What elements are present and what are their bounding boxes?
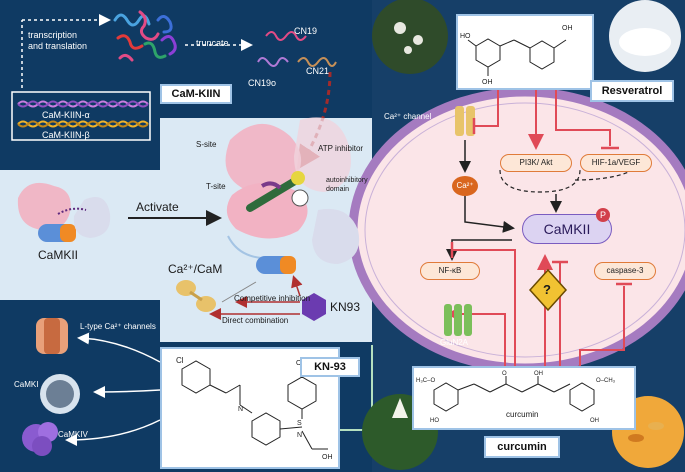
ca-cam-label: Ca²⁺/CaM: [168, 262, 223, 276]
resveratrol-title: Resveratrol: [590, 80, 674, 102]
target-camki: CaMKI: [14, 380, 39, 389]
target-l-type-channels: L-type Ca²⁺ channels: [80, 322, 156, 331]
s-site-label: S-site: [196, 140, 217, 149]
gene-beta: CaM-KIIN-β: [42, 130, 90, 140]
svg-text:O: O: [502, 371, 507, 377]
curcumin-structure-name: curcumin: [506, 410, 539, 419]
glun2a-label: GluN2A: [440, 338, 469, 347]
ca-ion: Ca²⁺: [452, 176, 478, 196]
direct-combination-label: Direct combination: [222, 316, 289, 325]
competitive-inhibition-label: Competitive inhibition: [234, 294, 311, 303]
pi3k-akt-node: PI3K/ Akt: [500, 154, 572, 172]
fragment-cn21: CN21: [306, 66, 330, 76]
camkii-inactive-label: CaMKII: [38, 248, 79, 262]
kn93-panel-title: KN-93: [300, 357, 360, 377]
nfkb-node: NF-κB: [420, 262, 480, 280]
svg-text:O–CH₃: O–CH₃: [596, 378, 616, 384]
curcumin-title: curcumin: [484, 436, 560, 458]
cell-membrane-inner: [364, 102, 685, 358]
ca-channel-label: Ca²⁺ channel: [384, 112, 432, 121]
svg-text:H₃C–O: H₃C–O: [416, 378, 435, 384]
kn93-label: KN93: [330, 300, 361, 314]
gene-alpha: CaM-KIIN-α: [42, 110, 90, 120]
svg-text:OH: OH: [590, 418, 599, 424]
caspase3-node: caspase-3: [594, 262, 656, 280]
t-site-label: T-site: [206, 182, 226, 191]
truncate-label: truncate: [196, 38, 229, 48]
svg-text:N: N: [238, 406, 243, 413]
svg-text:Cl: Cl: [176, 356, 184, 365]
atp-inhibitor-label: ATP inhibitor: [318, 144, 364, 153]
resveratrol-structure-box: OH HO OH: [456, 14, 594, 90]
autoinhibitory-domain-label: autoinhibitory domain: [326, 177, 368, 193]
svg-text:OH: OH: [562, 25, 573, 32]
cam-kiin-title: CaM-KIIN: [160, 84, 232, 104]
target-camkiv: CaMKIV: [58, 430, 88, 439]
svg-text:OH: OH: [322, 454, 333, 461]
cell-membrane: [348, 87, 685, 373]
resveratrol-structure: OH HO OH: [460, 25, 573, 86]
fragment-cn19o: CN19o: [248, 78, 277, 88]
activate-label: Activate: [136, 200, 179, 214]
svg-text:O: O: [296, 360, 302, 367]
hif-vegf-node: HIF-1a/VEGF: [580, 154, 652, 172]
phosphorylation-badge: P: [596, 208, 610, 222]
svg-text:HO: HO: [430, 418, 439, 424]
transcription-label: transcription and translation: [28, 30, 88, 51]
svg-text:S: S: [297, 420, 302, 427]
svg-text:OH: OH: [534, 371, 543, 377]
svg-text:OH: OH: [482, 79, 493, 86]
svg-text:N: N: [297, 432, 302, 439]
curcumin-structure: H₃C–O HO O OH O–CH₃ OH: [416, 371, 616, 424]
unknown-mechanism-mark: ?: [543, 282, 551, 297]
curcumin-structure-box: H₃C–O HO O OH O–CH₃ OH: [412, 366, 636, 430]
fragment-cn19: CN19: [294, 26, 318, 36]
svg-text:HO: HO: [460, 33, 471, 40]
